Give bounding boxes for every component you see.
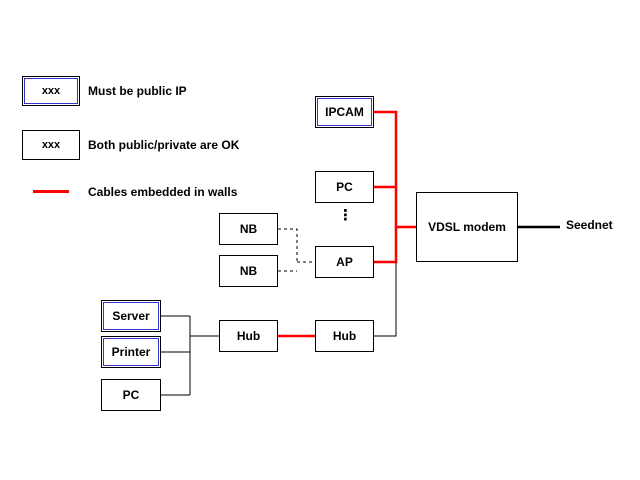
- nb1-node: NB: [219, 213, 278, 245]
- hub-right-node: Hub: [315, 320, 374, 352]
- cable-ap-modem: [374, 227, 398, 264]
- pc-bottom-node: PC: [101, 379, 161, 411]
- legend-public-sample: xxx: [22, 76, 80, 106]
- wireless-links: [278, 228, 315, 272]
- pc-top-node: PC: [315, 171, 374, 203]
- isp-label: Seednet: [566, 218, 613, 232]
- wall-cables: [278, 110, 416, 338]
- normal-cables: [161, 262, 397, 396]
- legend-any-label: Both public/private are OK: [88, 138, 240, 152]
- server-node: Server: [101, 300, 161, 332]
- cable-hub-modem: [374, 262, 397, 337]
- hub-left-node: Hub: [219, 320, 278, 352]
- nb2-node: NB: [219, 255, 278, 287]
- legend-public-label: Must be public IP: [88, 84, 187, 98]
- vdsl-modem-node: VDSL modem: [416, 192, 518, 262]
- wireless-nb1: [278, 228, 298, 262]
- printer-node: Printer: [101, 336, 161, 368]
- legend-red-line: [33, 190, 69, 193]
- ellipsis-more-devices: ⋮: [338, 207, 353, 224]
- legend-cable-label: Cables embedded in walls: [88, 185, 238, 199]
- cable-ipcam-modem: [374, 110, 416, 229]
- ipcam-node: IPCAM: [315, 96, 374, 128]
- ap-node: AP: [315, 246, 374, 278]
- legend-any-sample: xxx: [22, 130, 80, 160]
